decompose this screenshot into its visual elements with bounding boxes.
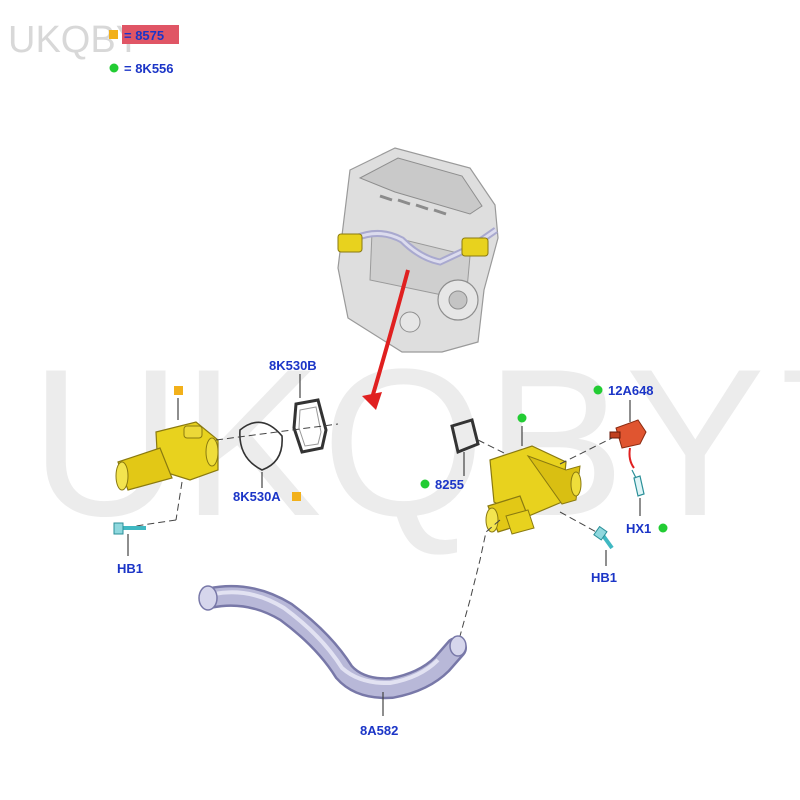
location-arrow-head	[362, 392, 382, 410]
watermark-large: UKQBY™	[30, 325, 800, 560]
assembly-line	[477, 439, 507, 455]
assembly-line	[559, 437, 613, 465]
temperature-sensor-icon	[609, 419, 647, 469]
bolt-icon-right	[593, 525, 614, 550]
bolt-icon-left	[113, 522, 146, 535]
label-bolt-left: HB1	[117, 561, 143, 576]
gasket-icon-upper	[292, 398, 328, 454]
connector-icon	[631, 469, 645, 497]
legend-circle-text: = 8K556	[124, 61, 174, 76]
thermostat-housing-icon-right	[485, 445, 582, 535]
label-gasket-upper: 8K530B	[269, 358, 317, 373]
assembly-line	[175, 481, 183, 521]
gasket-icon-lower	[239, 421, 283, 471]
square-marker-icon	[109, 30, 118, 39]
legend-square-text: = 8575	[124, 28, 164, 43]
assembly-line	[459, 519, 501, 637]
label-gasket-right: 8255	[435, 477, 464, 492]
circle-marker-icon	[658, 523, 668, 533]
gasket-icon-right	[450, 418, 480, 455]
label-sensor: 12A648	[608, 383, 654, 398]
location-arrow	[370, 269, 410, 399]
circle-marker-icon	[109, 63, 119, 73]
label-connector: HX1	[626, 521, 651, 536]
assembly-line	[559, 511, 601, 535]
circle-marker-icon	[593, 385, 603, 395]
square-marker-icon	[292, 492, 301, 501]
thermostat-housing-icon-left	[115, 421, 219, 491]
coolant-hose-icon	[198, 584, 467, 700]
label-hose: 8A582	[360, 723, 398, 738]
square-marker-icon	[174, 386, 183, 395]
circle-marker-icon	[420, 479, 430, 489]
label-gasket-lower: 8K530A	[233, 489, 281, 504]
legend-highlight	[122, 25, 179, 44]
circle-marker-icon	[517, 413, 527, 423]
label-bolt-right: HB1	[591, 570, 617, 585]
engine-icon	[337, 147, 499, 353]
assembly-line	[215, 423, 339, 441]
